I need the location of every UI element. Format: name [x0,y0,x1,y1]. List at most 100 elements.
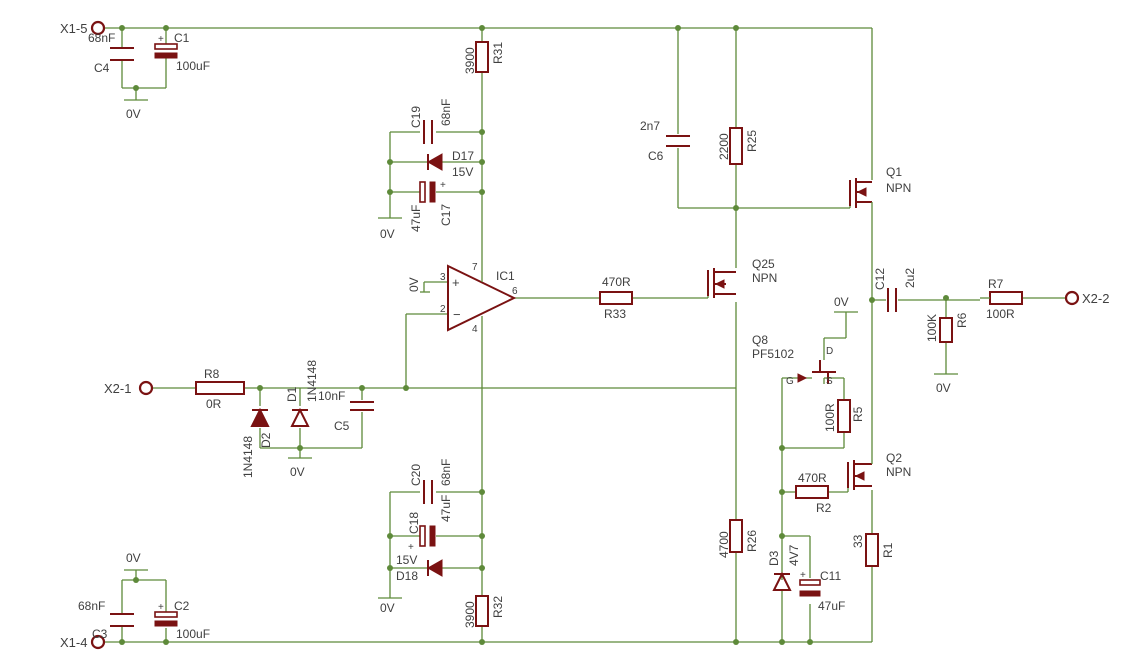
capacitor-c20 [423,480,433,504]
c1-ref: C1 [174,31,190,45]
resistor-r1 [865,533,879,567]
terminals [90,20,1080,650]
c4-ref: C4 [94,61,110,75]
gnd-label-c3: 0V [126,551,141,565]
r7-ref: R7 [988,277,1004,291]
r1-value: 33 [851,534,865,548]
resistor-r25 [729,127,743,165]
d17-value: 15V [452,165,473,179]
mosfet-q25 [707,268,736,298]
c12-value: 2u2 [903,268,917,288]
r6-value: 100K [925,314,939,342]
capacitor-c1: + [154,34,178,59]
resistor-r2 [795,485,829,499]
c19-value: 68nF [439,99,453,126]
terminal-x1-4 [90,634,106,650]
gnd-label-c18: 0V [380,601,395,615]
capacitor-c3 [110,613,134,627]
d18-value: 15V [396,553,417,567]
r5-ref: R5 [851,406,865,422]
d2-value: 1N4148 [241,436,255,478]
terminal-x2-2 [1064,290,1080,306]
terminal-x1-5 [90,20,106,36]
r32-value: 3900 [463,601,477,628]
c2-value: 100uF [176,627,210,641]
r8-value: 0R [206,397,222,411]
gnd-label-c4: 0V [126,107,141,121]
mosfet-q2 [847,458,873,490]
opamp-ic1: + − [447,264,517,332]
c20-ref: C20 [409,464,423,486]
d17-ref: D17 [452,149,474,163]
c17-ref: C17 [439,204,453,226]
capacitor-c18: + [408,525,436,553]
gnd-label-d1: 0V [290,465,305,479]
svg-text:+: + [158,34,164,45]
d1-ref: D1 [285,386,299,402]
q2-type: NPN [886,465,911,479]
transistor-symbols [707,178,873,490]
q1-ref: Q1 [886,165,902,179]
c2-ref: C2 [174,599,190,613]
r2-ref: R2 [816,501,832,515]
c18-ref: C18 [407,512,421,534]
diode-d17 [426,153,443,171]
c6-ref: C6 [648,149,664,163]
q8-pin-d: D [826,346,833,357]
gnd-label-q8: 0V [834,295,849,309]
q25-ref: Q25 [752,257,775,271]
capacitor-c17: + [419,180,446,203]
resistor-r26 [729,519,743,553]
q8-pin-g: G [786,376,794,387]
c6-value: 2n7 [640,119,660,133]
ground-symbols [124,99,958,599]
q8-ref: Q8 [752,333,768,347]
svg-text:+: + [408,542,414,553]
ic1-pin-3: 3 [440,272,446,283]
c11-value: 47uF [818,599,845,613]
c5-ref: C5 [334,419,350,433]
r31-value: 3900 [463,47,477,74]
resistor-r8 [195,381,245,395]
resistor-r33 [599,291,633,305]
resistor-symbols [195,41,1023,627]
diode-d18 [426,559,443,577]
c12-ref: C12 [873,268,887,290]
r31-ref: R31 [491,42,505,64]
c4-value: 68nF [88,31,115,45]
resistor-r6 [939,317,953,343]
c20-value: 68nF [439,459,453,486]
q1-type: NPN [886,181,911,195]
c19-ref: C19 [409,106,423,128]
capacitor-c4 [110,47,134,61]
r1-ref: R1 [881,542,895,558]
c1-value: 100uF [176,59,210,73]
r2-value: 470R [798,471,827,485]
d3-ref: D3 [767,550,781,566]
svg-text:+: + [800,570,806,581]
ic1-pin-2: 2 [440,304,446,315]
d18-ref: D18 [396,569,418,583]
diode-symbols [250,153,792,591]
label-x2-1: X2-1 [104,381,131,396]
resistor-r7 [989,291,1023,305]
svg-text:+: + [452,275,460,290]
label-x1-5: X1-5 [60,21,87,36]
r7-value: 100R [986,307,1015,321]
r25-ref: R25 [745,130,759,152]
c3-ref: C3 [92,627,108,641]
gnd-label-c17: 0V [380,227,395,241]
c5-value: 10nF [318,389,345,403]
svg-text:+: + [158,602,164,613]
c17-value: 47uF [409,205,423,232]
q8-pin-s: S [826,376,833,387]
q25-type: NPN [752,271,777,285]
junctions [119,25,949,645]
svg-text:−: − [453,307,461,322]
capacitor-c19 [423,120,433,144]
capacitor-c12 [887,288,897,312]
labels: X1-5 X1-4 X2-1 X2-2 0V 0V 0V 0V 0V 0V 0V… [60,21,1109,650]
c18-value: 47uF [439,495,453,522]
wires [104,27,1066,643]
